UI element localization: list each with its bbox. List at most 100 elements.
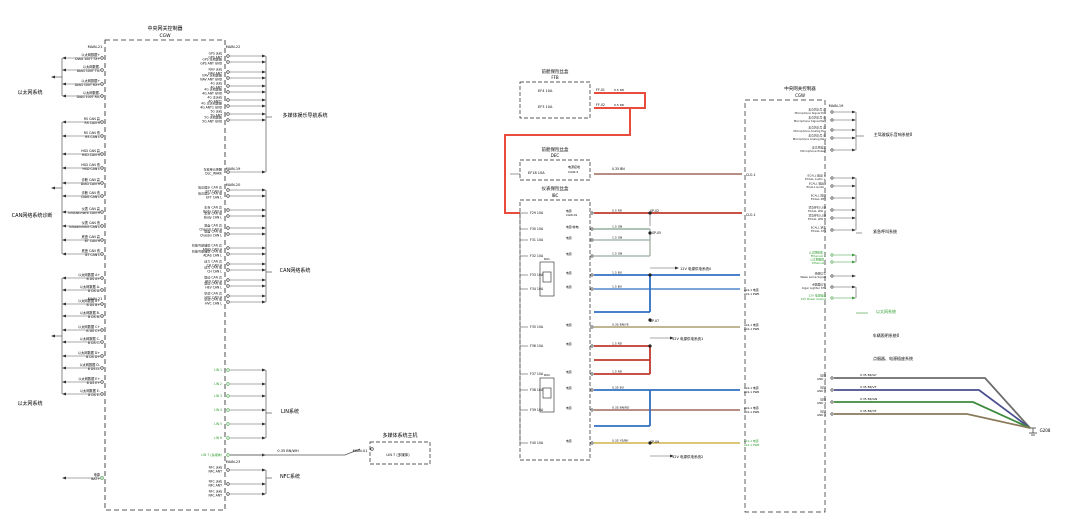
pin-terminal [590,211,594,215]
pin-terminal [830,400,834,404]
pin-label: 以太网数据 E+ [78,376,100,381]
out-label: ALS-1 电源 [744,323,759,327]
pin-sub-label: DIAG CAN H [81,182,101,186]
pin-code: CGW-01 [566,213,578,217]
pin-sub-label: B DS C+ [86,329,100,333]
pin-sub-label: Body CAN H [203,210,222,214]
pin-terminal [830,136,834,140]
pin-label: 4G 天线屏蔽 [204,87,222,92]
relay-coil [542,387,552,399]
pin-desc: 电源 [566,252,572,256]
arrow-icon [262,492,266,496]
arrow-icon [62,56,66,60]
arrow-icon [670,454,674,458]
pin-terminal [226,170,230,174]
pin-terminal [226,453,230,457]
pin-label: 麦克风电源 [812,146,826,150]
pin-desc: 电源 [566,236,572,240]
pin-sub-label: Microphone Signal Pos [795,111,827,115]
pin-label: FF-02 [596,103,605,107]
pin-sub-label: Microphone Signal Neg [794,119,826,123]
pin-sub-label: Chassis CAN H [199,228,222,232]
arrow-icon [852,196,856,200]
pin-terminal [590,227,594,231]
pin-terminal [100,152,104,156]
pin-sub-label: Infotainment CAN L [69,225,100,229]
pin-label: 以太网数据 C+ [78,324,100,329]
group-label-multimedia: 多媒体娱乐导航系统 [282,112,327,119]
group-label-ecall: 紧急呼叫系统 [873,228,897,234]
splice-dot [648,273,652,277]
pin-sub-label: Wake Lamp Signal [800,275,826,279]
pin-label: 动力 CAN 高 [204,259,222,264]
pin-label: RS CAN 低 [84,130,101,135]
pin-desc: 电源 [566,285,572,289]
pin-terminal [226,70,230,74]
pin-terminal [226,208,230,212]
fuse-label: EF18 10A [528,171,545,175]
arrow-icon [62,82,66,86]
wire-lin7 [230,448,361,456]
pin-sub-label: 5G ANT GND [202,120,222,124]
fuse-box-code: FFB [551,75,559,80]
multimedia-host-connector: MAIN-01 [353,449,368,453]
pin-terminal [226,294,230,298]
pin-terminal [830,216,834,220]
pin-label: HSD CAN 高 [81,148,100,153]
arrow-icon [262,54,266,58]
wire-label: 0.35 BK/GN [860,397,877,401]
pin-terminal [226,246,230,250]
pin-sub-label: DIAG CAN L [81,195,100,199]
pin-terminal [226,482,230,486]
pin-sub-label: NFC ANT [208,494,222,498]
arrow-icon [262,394,266,398]
pin-terminal [830,184,834,188]
arrow-icon [262,90,266,94]
pin-label: NAV 天线屏蔽 [202,73,222,78]
pin-sub-label: 4G ANT [210,86,222,90]
pin-label: 诊断 CAN 高 [82,177,100,182]
out-sub-label: ALS-1 PWR [744,410,759,414]
pin-label: GPS 天线 [209,51,222,56]
feed-wire-red [594,92,646,109]
connector-label: MAIN-19 [829,104,844,108]
pin-sub-label: B DS E+ [87,381,101,385]
relay-label: R02 [544,373,550,377]
pin-label: ECALL 按键 [811,194,826,198]
arrow-icon [262,422,266,426]
arrow-icon [852,184,856,188]
pin-terminal [100,94,104,98]
wire-label: 0.35 BK/GY [860,373,877,377]
pin-sub-label: DIAG 100T TX+ [75,57,100,61]
pin-label: RS CAN 高 [84,116,100,121]
pin-label: 底盘 CAN 高 [204,223,222,228]
pin-sub-label: HVC CAN L [205,302,222,306]
pin-sub-label: GND 4 [817,413,826,417]
pin-terminal [100,340,104,344]
arrow-icon [852,128,856,132]
pin-terminal [830,118,834,122]
out-sub-label: ALS-1 PWR [744,292,759,296]
arrow-icon [262,70,266,74]
pin-sub-label: Ethernet + [811,254,827,258]
arrow-icon [262,98,266,102]
pin-label: LIN 4 [214,408,222,412]
arrow-icon [262,408,266,412]
pin-terminal [830,176,834,180]
pin-label: NAV 天线 [208,67,222,72]
ref-label: 12V 电源供电系统2 [672,454,703,459]
pin-terminal [100,328,104,332]
arrow-icon [262,194,266,198]
pin-sub-label: B DS A- [88,289,100,293]
pin-sub-label: Cigar Lighter STS [802,286,826,290]
group-label-cigar: 点烟器、电源插座系统 [873,355,913,361]
pin-desc: 电源 [566,439,572,443]
pin-sub-label: B DS D+ [86,355,100,359]
pin-label: 电源 [94,472,101,477]
pin-terminal [100,82,104,86]
pin-label: 车载单元唤醒 [203,167,222,172]
pin-label: 车身 CAN 高 [204,205,222,210]
arrow-icon [852,136,856,140]
connector-label: MAIN-19 [226,167,241,171]
pin-sub-label: 5G ANT [210,114,222,118]
